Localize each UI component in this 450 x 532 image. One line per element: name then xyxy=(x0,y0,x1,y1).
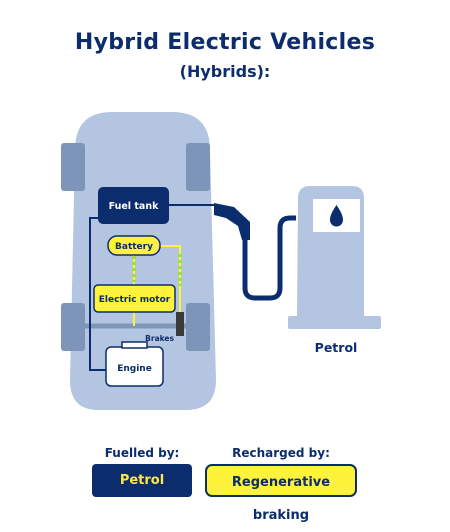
wheel-rear-right xyxy=(186,303,210,351)
engine-label: Engine xyxy=(117,364,152,374)
pump-nozzle-icon xyxy=(214,203,250,240)
pump-hose xyxy=(242,215,296,301)
battery xyxy=(107,235,161,256)
brakes-label: Brakes xyxy=(145,334,174,343)
wheel-front-left xyxy=(61,143,85,191)
electric-motor xyxy=(93,284,176,313)
fuel-line-to-engine xyxy=(89,217,106,371)
page-subtitle: (Hybrids): xyxy=(179,62,271,81)
recharged-by-caption: Recharged by: xyxy=(232,446,330,460)
brake-pad xyxy=(176,312,184,336)
wheel-rear-left xyxy=(61,303,85,351)
engine-cap xyxy=(121,341,148,349)
battery-label: Battery xyxy=(115,242,153,252)
fuel-tank-label: Fuel tank xyxy=(109,201,160,212)
fuel-tank xyxy=(98,187,169,224)
wheel-front-right xyxy=(186,143,210,191)
page-title: Hybrid Electric Vehicles xyxy=(74,30,376,55)
recharged-by-badge: Regenerative braking xyxy=(205,464,357,523)
fuelled-by-caption: Fuelled by: xyxy=(104,446,180,460)
electric-motor-label: Electric motor xyxy=(99,295,171,305)
fuelled-by-badge: Petrol xyxy=(92,464,192,497)
pump-label: Petrol xyxy=(315,340,358,355)
pump-base xyxy=(288,316,381,329)
fuel-drop-icon xyxy=(330,205,343,227)
battery-brake-link xyxy=(160,245,181,318)
